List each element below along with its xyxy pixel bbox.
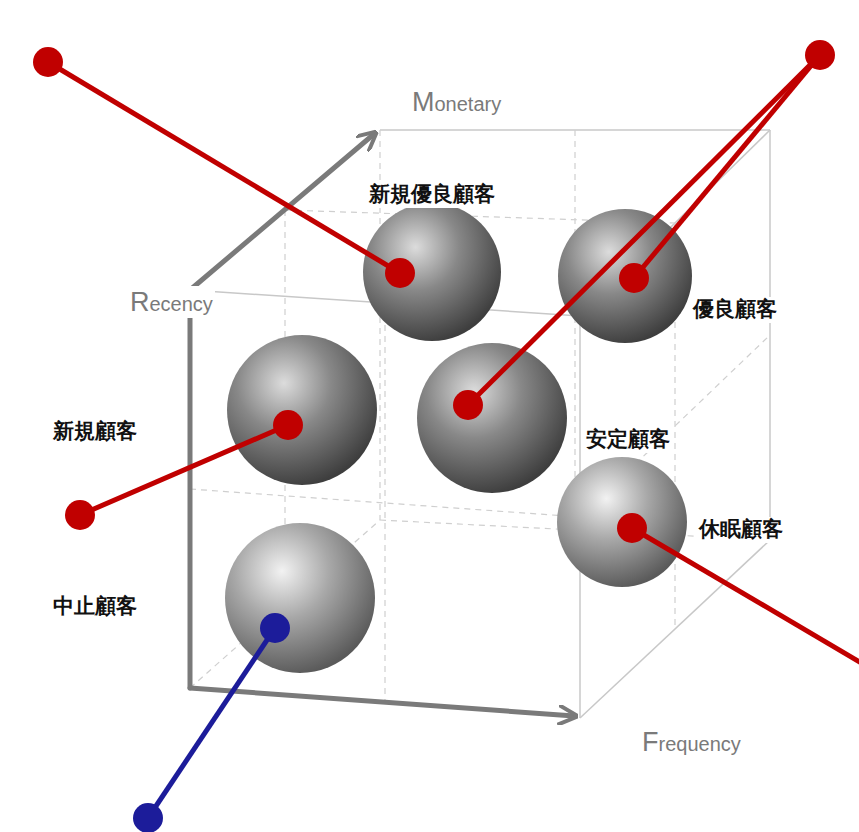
segment-label: 新規顧客	[50, 419, 140, 444]
segment-label: 安定顧客	[583, 427, 673, 452]
segment-label: 休眠顧客	[696, 517, 786, 542]
leader-dot	[273, 410, 303, 440]
sphere-body	[417, 343, 567, 493]
axis-label: Monetary	[410, 86, 503, 118]
segment-label: 優良顧客	[690, 297, 780, 322]
customer-sphere: 新規顧客	[226, 334, 378, 486]
leader-dot	[33, 47, 63, 77]
leader-dot	[805, 40, 835, 70]
leader-line	[468, 55, 820, 405]
customer-sphere: 中止顧客	[224, 522, 376, 674]
axis-label: Frequency	[640, 726, 743, 758]
leader-dot	[453, 390, 483, 420]
customer-sphere: 新規優良顧客	[362, 202, 502, 342]
sphere-shape	[226, 334, 378, 486]
leader-line	[48, 62, 400, 273]
leader-dot	[385, 258, 415, 288]
sphere-shape	[416, 342, 568, 494]
axis-label: Recency	[128, 286, 215, 318]
axis-arrows	[190, 134, 574, 716]
sphere-shape	[362, 202, 502, 342]
leader-dot	[260, 613, 290, 643]
segment-label: 中止顧客	[50, 594, 140, 619]
leader-dot	[133, 803, 163, 832]
sphere-body	[225, 523, 375, 673]
sphere-body	[363, 203, 501, 341]
leader-dot	[65, 500, 95, 530]
leader-line	[634, 55, 820, 278]
leader-line	[632, 528, 859, 668]
segment-label: 新規優良顧客	[366, 182, 498, 207]
leader-dot	[619, 263, 649, 293]
sphere-shape	[224, 522, 376, 674]
leader-line	[148, 628, 275, 818]
sphere-body	[558, 209, 692, 343]
customer-sphere: 安定顧客	[416, 342, 568, 494]
sphere-body	[557, 457, 687, 587]
sphere-body	[227, 335, 377, 485]
leader-dot	[617, 513, 647, 543]
